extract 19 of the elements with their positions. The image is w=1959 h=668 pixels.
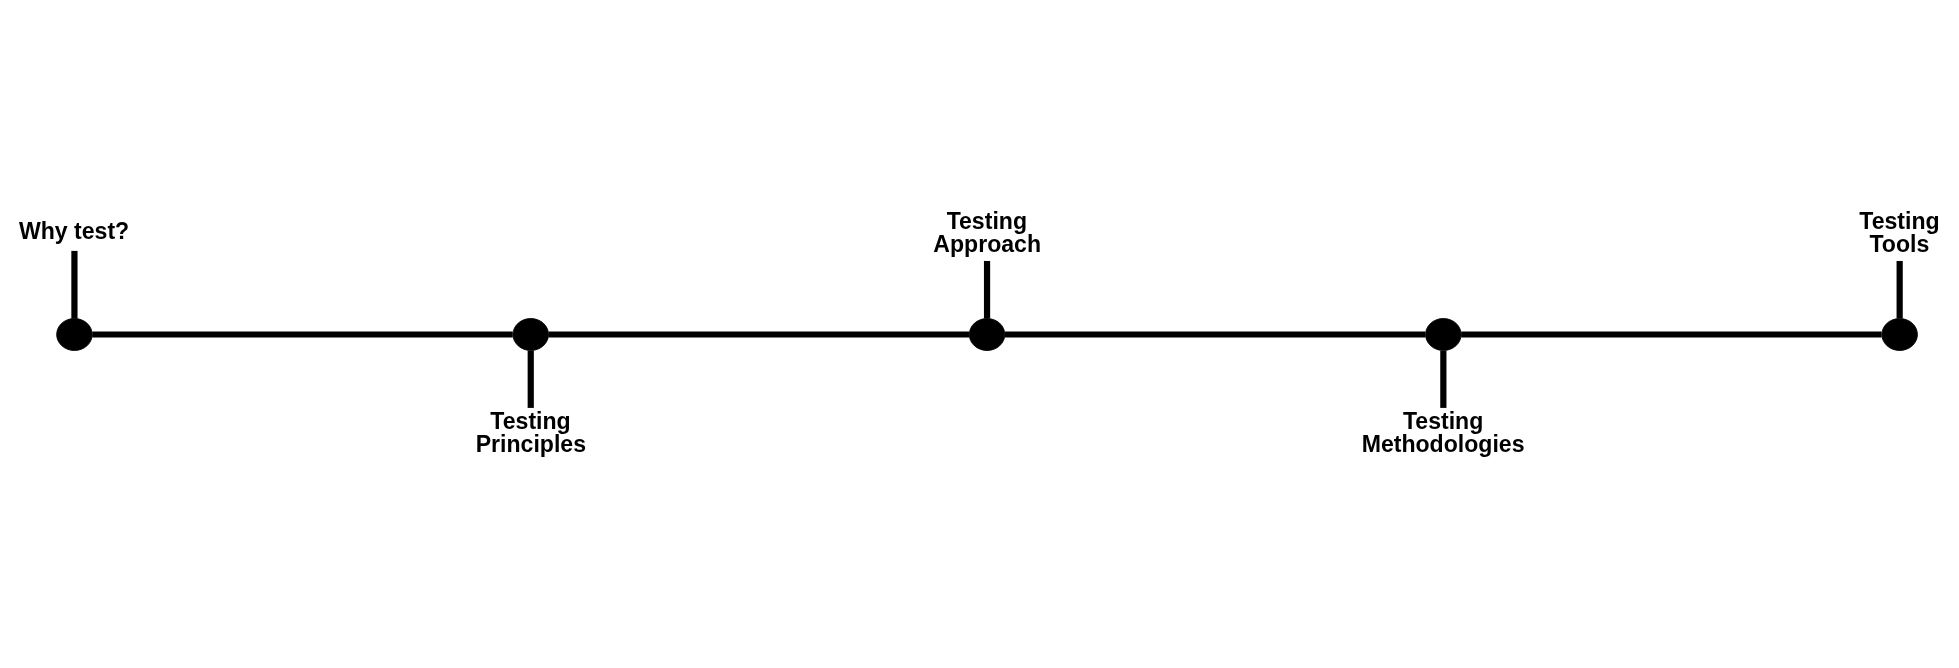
connector [527, 350, 534, 408]
node-text: Testing Tools [1859, 207, 1940, 257]
node-text: Why test? [18, 217, 130, 244]
connector [1461, 330, 1882, 338]
connector [548, 330, 970, 338]
node-circle [1881, 317, 1918, 351]
node-circle [1425, 317, 1462, 351]
node-text: Testing Principles [475, 407, 587, 457]
node-circle [968, 317, 1006, 351]
node-circle [56, 317, 93, 351]
node-text: Testing Approach [933, 207, 1042, 257]
node-circle [512, 317, 549, 351]
connector [71, 250, 78, 318]
connector [1004, 330, 1426, 338]
connector [1896, 260, 1903, 318]
connector [1440, 350, 1447, 408]
node-text: Testing Methodologies [1361, 407, 1525, 457]
connector [983, 260, 991, 318]
connector [92, 330, 513, 338]
